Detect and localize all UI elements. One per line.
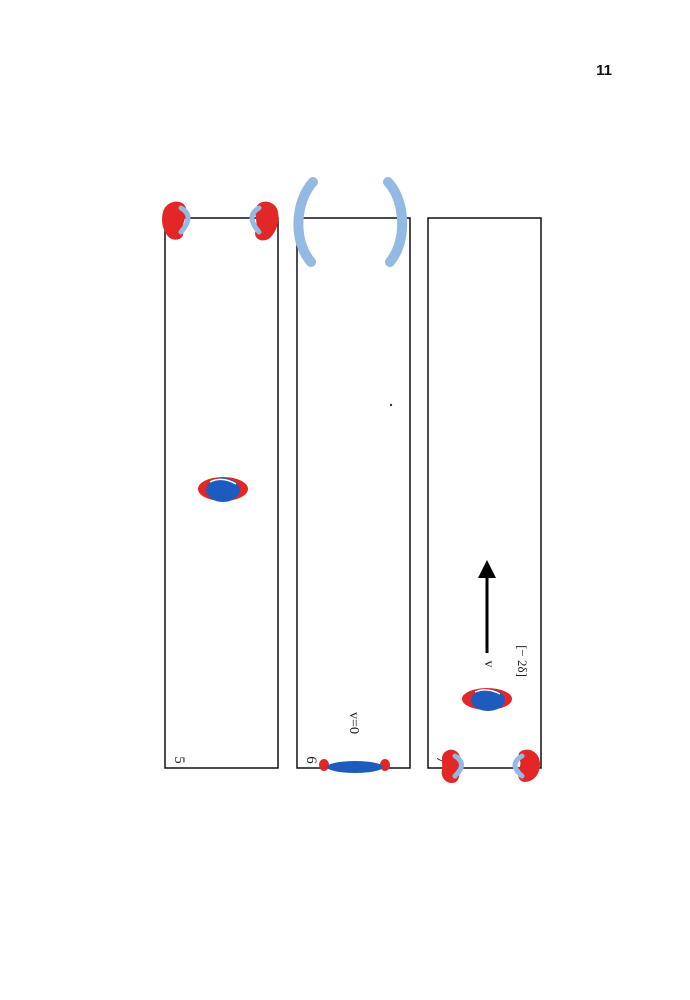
panel-7-red-lobe-left (441, 749, 461, 784)
panel-5: 5 (162, 201, 279, 769)
panel-6: 6 v=0 (293, 177, 411, 773)
panel-6-dot (389, 403, 393, 407)
panel-5-blue-arc-left (178, 205, 191, 235)
panel-7-blue-arc-right (512, 753, 525, 779)
panel-6-number: 6 (303, 756, 319, 764)
panel-7-velocity-label: v (481, 661, 496, 668)
panel-6-blue-bracket-right (383, 177, 408, 267)
panel-7-blue-arc-left (452, 753, 464, 779)
panel-6-bottom-red-left (319, 759, 329, 771)
panel-7-number: 7 (433, 756, 449, 764)
panel-6-blue-bracket-left (293, 177, 318, 267)
panel-6-bottom-red-right (380, 759, 390, 771)
page-number: 11 (596, 62, 612, 79)
panel-7-frame (427, 217, 542, 769)
panel-6-velocity-label: v=0 (346, 712, 361, 734)
panel-5-center-blue-core (206, 478, 240, 502)
panel-7-velocity-arrowhead (478, 560, 496, 578)
panel-6-frame (296, 217, 411, 769)
panel-7: 7 v [− 2δ] (427, 217, 542, 784)
panel-7-center-highlight (474, 689, 501, 695)
panel-5-blue-arc-right (249, 205, 262, 235)
panel-6-bottom-blue-core (327, 761, 383, 773)
panel-5-number: 5 (171, 756, 187, 764)
panel-7-bracket-label: [− 2δ] (515, 645, 530, 677)
panel-7-center-blue-core (471, 689, 505, 711)
panel-5-center-highlight (209, 478, 237, 485)
panel-5-frame (164, 217, 279, 769)
